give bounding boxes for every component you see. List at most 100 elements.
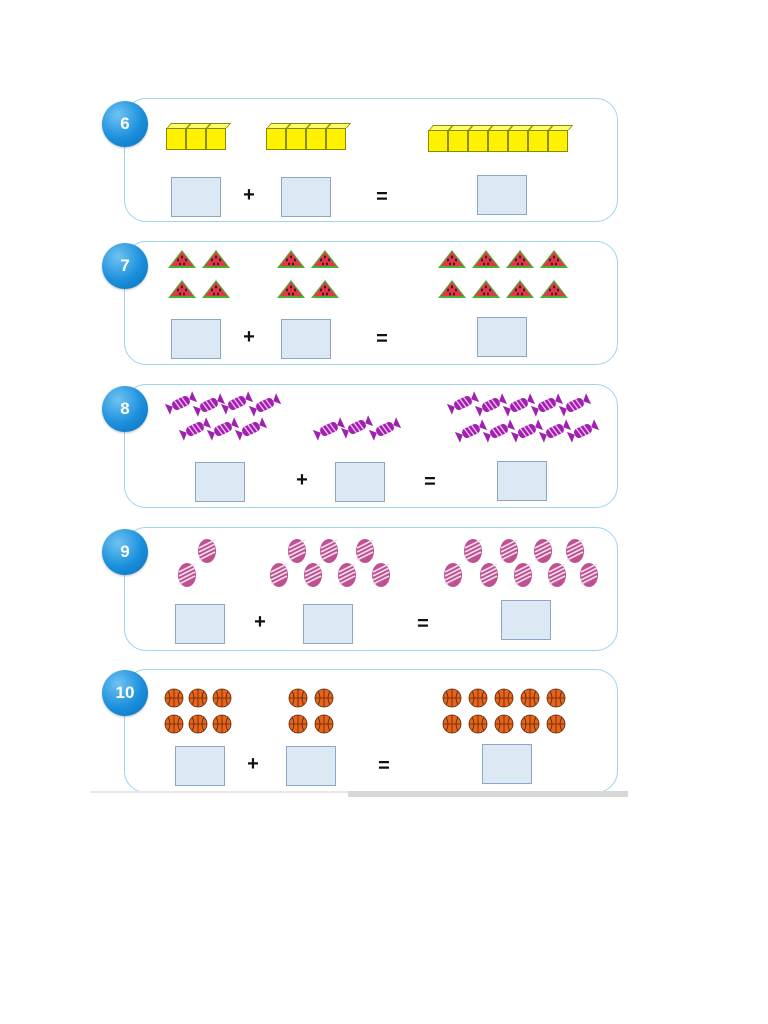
problem-6-second-answer-box[interactable] [281,177,331,217]
equals-sign: = [417,613,429,635]
watermelon-slice-icon [202,250,230,268]
egg-icon [198,539,216,563]
basketball-icon [520,688,540,708]
plus-sign: + [247,753,259,775]
plus-sign: + [254,611,266,633]
problem-number: 7 [120,256,130,275]
problem-7-total-answer-box[interactable] [477,317,527,357]
yellow-cube-icon [166,128,186,150]
basketball-icon [468,714,488,734]
problem-9-total-answer-box[interactable] [501,600,551,640]
problem-6-number-badge: 6 [102,101,148,147]
plus-sign: + [243,326,255,348]
problem-6-total-answer-box[interactable] [477,175,527,215]
watermelon-slice-icon [202,280,230,298]
basketball-icon [164,714,184,734]
problem-7-second-answer-box[interactable] [281,319,331,359]
watermelon-slice-icon [168,250,196,268]
equals-sign: = [376,186,388,208]
egg-icon [480,563,498,587]
candy-icon [312,417,346,441]
watermelon-slice-icon [438,280,466,298]
egg-icon [288,539,306,563]
egg-icon [444,563,462,587]
problem-9-number-badge: 9 [102,529,148,575]
problem-10-number-badge: 10 [102,670,148,716]
basketball-icon [212,714,232,734]
problem-7-number-badge: 7 [102,243,148,289]
watermelon-slice-icon [311,250,339,268]
basketball-icon [520,714,540,734]
yellow-cube-icon [326,128,346,150]
basketball-icon [164,688,184,708]
basketball-icon [314,688,334,708]
candy-icon [530,393,564,417]
egg-icon [304,563,322,587]
yellow-cube-icon [306,128,326,150]
basketball-icon [442,714,462,734]
candy-icon [482,419,516,443]
egg-icon [514,563,532,587]
watermelon-slice-icon [506,280,534,298]
watermelon-slice-icon [540,250,568,268]
problem-6-first-answer-box[interactable] [171,177,221,217]
candy-icon [566,419,600,443]
problem-number: 10 [115,683,135,702]
watermelon-slice-icon [506,250,534,268]
problem-9-second-answer-box[interactable] [303,604,353,644]
egg-icon [356,539,374,563]
basketball-icon [188,688,208,708]
problem-8-second-answer-box[interactable] [335,462,385,502]
problem-10-first-answer-box[interactable] [175,746,225,786]
problem-10-second-answer-box[interactable] [286,746,336,786]
egg-icon [580,563,598,587]
candy-icon [510,419,544,443]
yellow-cube-icon [206,128,226,150]
basketball-icon [212,688,232,708]
page-cut-line-shadow [348,791,628,797]
yellow-cube-icon [266,128,286,150]
basketball-icon [546,714,566,734]
candy-icon [192,393,226,417]
candy-icon [178,417,212,441]
candy-icon [248,393,282,417]
watermelon-slice-icon [277,280,305,298]
basketball-icon [442,688,462,708]
candy-icon [474,393,508,417]
problem-9-first-answer-box[interactable] [175,604,225,644]
problem-7-first-answer-box[interactable] [171,319,221,359]
problem-8-first-answer-box[interactable] [195,462,245,502]
plus-sign: + [243,184,255,206]
basketball-icon [288,714,308,734]
yellow-cube-icon [186,128,206,150]
egg-icon [372,563,390,587]
equals-sign: = [378,755,390,777]
equals-sign: = [424,471,436,493]
watermelon-slice-icon [438,250,466,268]
egg-icon [270,563,288,587]
basketball-icon [494,688,514,708]
egg-icon [534,539,552,563]
yellow-cube-icon [528,130,548,152]
yellow-cube-icon [508,130,528,152]
candy-icon [164,391,198,415]
equals-sign: = [376,328,388,350]
page-cut-line [90,791,348,793]
egg-icon [338,563,356,587]
yellow-cube-icon [286,128,306,150]
candy-icon [538,419,572,443]
watermelon-slice-icon [540,280,568,298]
watermelon-slice-icon [311,280,339,298]
yellow-cube-icon [468,130,488,152]
problem-10-total-answer-box[interactable] [482,744,532,784]
basketball-icon [288,688,308,708]
basketball-icon [188,714,208,734]
candy-icon [368,417,402,441]
yellow-cube-icon [448,130,468,152]
watermelon-slice-icon [277,250,305,268]
yellow-cube-icon [548,130,568,152]
yellow-cube-icon [428,130,448,152]
candy-icon [206,417,240,441]
problem-8-total-answer-box[interactable] [497,461,547,501]
problem-number: 8 [120,399,130,418]
